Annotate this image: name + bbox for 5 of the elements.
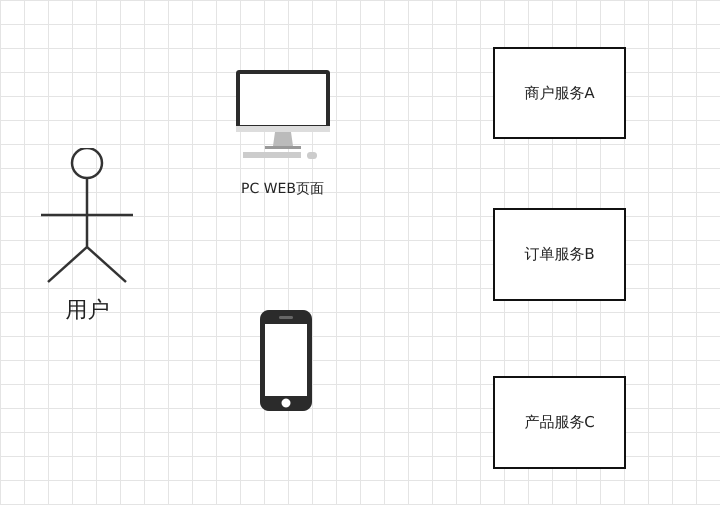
icon-caption: PC WEB页面	[240, 180, 325, 198]
service-box: 商户服务A	[493, 47, 626, 139]
service-box: 产品服务C	[493, 376, 626, 469]
service-box: 订单服务B	[493, 208, 626, 301]
icon-caption: 用户	[64, 297, 110, 325]
